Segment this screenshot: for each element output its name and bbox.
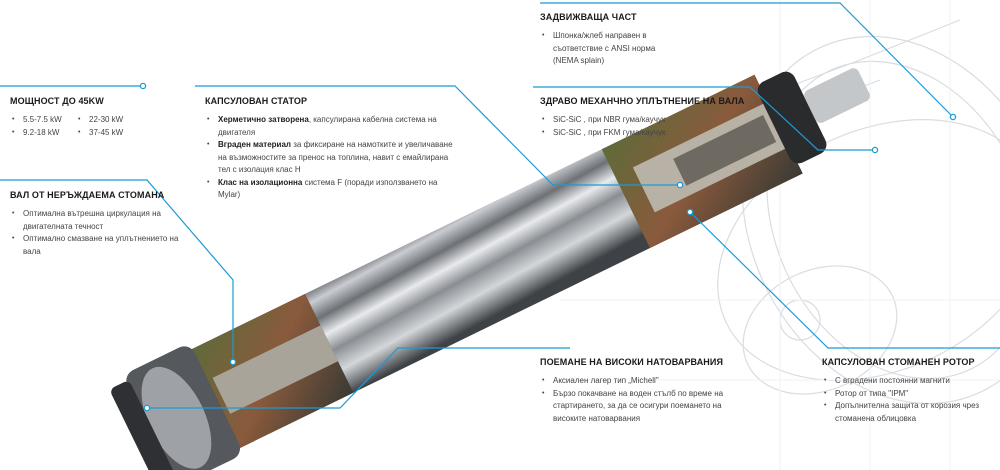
callout-shaft: ВАЛ ОТ НЕРЪЖДАЕМА СТОМАНА Оптимална вътр…	[10, 190, 180, 258]
callout-power: МОЩНОСТ ДО 45KW 5.5-7.5 kW 22-30 kW 9.2-…	[10, 96, 150, 139]
callout-seal-title: ЗДРАВО МЕХАНЧНО УПЛЪТНЕНИЕ НА ВАЛА	[540, 96, 745, 106]
callout-rotor: КАПСУЛОВАН СТОМАНЕН РОТОР С вградени пос…	[822, 357, 997, 425]
drive-feature-item: Шпонка/жлеб направен в съответствие с AN…	[540, 30, 680, 68]
seal-feature-item: SiC-SiC , при FKM гума/каучук	[540, 127, 760, 140]
callout-seal: ЗДРАВО МЕХАНЧНО УПЛЪТНЕНИЕ НА ВАЛА SiC-S…	[540, 96, 760, 139]
load-feature-item: Бързо покачване на воден стълб по време …	[540, 388, 740, 426]
rotor-feature-item: Ротор от типа "IPM"	[822, 388, 997, 401]
callout-drive: ЗАДВИЖВАЩА ЧАСТ Шпонка/жлеб направен в с…	[540, 12, 680, 68]
callout-load-title: ПОЕМАНЕ НА ВИСОКИ НАТОВАРВАНИЯ	[540, 357, 724, 367]
power-range-item: 9.2-18 kW	[10, 127, 68, 140]
load-feature-item: Аксиален лагер тип „Michell"	[540, 375, 740, 388]
power-range-item: 37-45 kW	[76, 127, 136, 140]
stator-feature-item: Вграден материал за фиксиране на намотки…	[205, 139, 460, 177]
stator-feature-item: Клас на изолационна система F (поради из…	[205, 177, 460, 202]
callout-stator: КАПСУЛОВАН СТАТОР Херметично затворена, …	[205, 96, 460, 202]
callout-stator-title: КАПСУЛОВАН СТАТОР	[205, 96, 308, 106]
rotor-feature-item: С вградени постоянни магнити	[822, 375, 997, 388]
rotor-feature-item: Допълнителна защита от корозия чрез стом…	[822, 400, 997, 425]
shaft-feature-item: Оптимално смазване на уплътнението на ва…	[10, 233, 180, 258]
callout-power-title: МОЩНОСТ ДО 45KW	[10, 96, 104, 106]
callout-load: ПОЕМАНЕ НА ВИСОКИ НАТОВАРВАНИЯ Аксиален …	[540, 357, 740, 425]
power-range-item: 5.5-7.5 kW	[10, 114, 68, 127]
seal-feature-item: SiC-SiC , при NBR гума/каучук	[540, 114, 760, 127]
callout-shaft-title: ВАЛ ОТ НЕРЪЖДАЕМА СТОМАНА	[10, 190, 165, 200]
callout-rotor-title: КАПСУЛОВАН СТОМАНЕН РОТОР	[822, 357, 975, 367]
callout-drive-title: ЗАДВИЖВАЩА ЧАСТ	[540, 12, 637, 22]
power-range-item: 22-30 kW	[76, 114, 136, 127]
stator-feature-item: Херметично затворена, капсулирана кабелн…	[205, 114, 460, 139]
shaft-feature-item: Оптимална вътрешна циркулация на двигате…	[10, 208, 180, 233]
